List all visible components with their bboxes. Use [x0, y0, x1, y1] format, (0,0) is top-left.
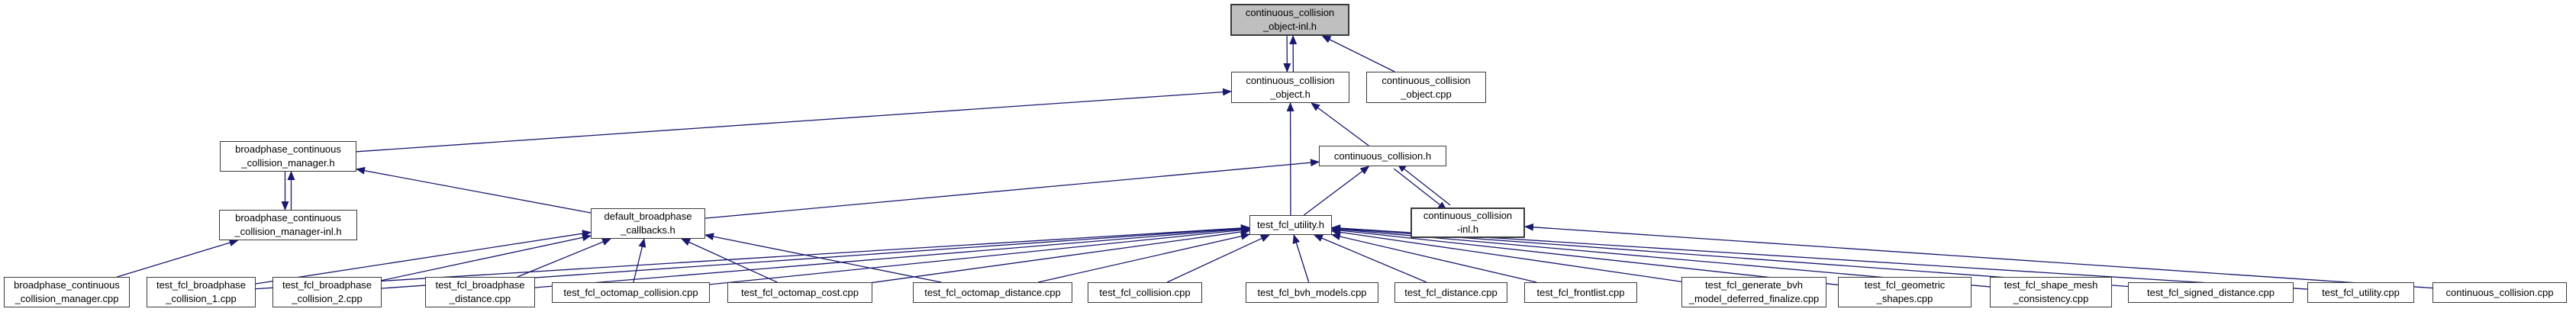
include-edge: [872, 227, 1250, 284]
node-test-fcl-broadphase-distance-cpp[interactable]: test_fcl_broadphase _distance.cpp: [425, 277, 535, 307]
node-continuous-collision-object-inl-h[interactable]: continuous_collision _object-inl.h: [1230, 4, 1349, 36]
include-edge: [1321, 35, 1395, 72]
node-test-fcl-shape-mesh-consistency-cpp[interactable]: test_fcl_shape_mesh _consistency.cpp: [1990, 277, 2112, 307]
node-test-fcl-utility-cpp[interactable]: test_fcl_utility.cpp: [2307, 282, 2414, 303]
node-test-fcl-broadphase-collision-2-cpp[interactable]: test_fcl_broadphase _collision_2.cpp: [272, 277, 382, 307]
include-edge: [255, 224, 1250, 290]
include-edge: [1166, 234, 1270, 283]
include-edge: [381, 233, 592, 281]
node-broadphase-continuous-collision-manager-cpp[interactable]: broadphase_continuous _collision_manager…: [4, 277, 130, 307]
node-test-fcl-utility-h[interactable]: test_fcl_utility.h: [1249, 215, 1332, 235]
include-edge: [517, 238, 612, 278]
node-continuous-collision-inl-h[interactable]: continuous_collision -inl.h: [1411, 207, 1525, 238]
include-edge: [1331, 228, 1682, 282]
include-edge: [704, 159, 1320, 219]
node-test-fcl-octomap-cost-cpp[interactable]: test_fcl_octomap_cost.cpp: [727, 282, 872, 303]
node-test-fcl-octomap-collision-cpp[interactable]: test_fcl_octomap_collision.cpp: [552, 282, 710, 303]
include-edge: [534, 225, 1250, 288]
include-edge: [1313, 234, 1427, 283]
node-test-fcl-broadphase-collision-1-cpp[interactable]: test_fcl_broadphase _collision_1.cpp: [147, 277, 256, 307]
node-test-fcl-distance-cpp[interactable]: test_fcl_distance.cpp: [1394, 282, 1507, 303]
node-continuous-collision-object-cpp[interactable]: continuous_collision _object.cpp: [1366, 72, 1486, 103]
include-edge: [709, 226, 1250, 285]
include-edge: [704, 233, 942, 283]
include-edge: [356, 166, 592, 214]
include-edge: [1331, 227, 1839, 286]
include-edge: [1524, 223, 2433, 289]
node-continuous-collision-h[interactable]: continuous_collision.h: [1319, 146, 1446, 166]
node-test-fcl-geometric-shapes-cpp[interactable]: test_fcl_geometric _shapes.cpp: [1838, 277, 1971, 307]
node-test-fcl-generate-bvh-model-deferred-finalize-cpp[interactable]: test_fcl_generate_bvh _model_deferred_fi…: [1681, 277, 1826, 307]
include-edge: [1303, 166, 1370, 216]
node-test-fcl-bvh-models-cpp[interactable]: test_fcl_bvh_models.cpp: [1246, 282, 1378, 303]
include-edge: [255, 230, 592, 285]
node-test-fcl-frontlist-cpp[interactable]: test_fcl_frontlist.cpp: [1524, 282, 1637, 303]
node-default-broadphase-callbacks-h[interactable]: default_broadphase _callbacks.h: [591, 208, 705, 239]
include-edge: [1037, 232, 1250, 283]
include-edge: [633, 238, 646, 283]
include-edge: [1393, 168, 1447, 211]
include-edge: [1311, 102, 1369, 146]
include-edge: [1397, 163, 1451, 206]
include-edge: [1331, 233, 1537, 283]
include-edge: [1292, 234, 1310, 283]
node-test-fcl-octomap-distance-cpp[interactable]: test_fcl_octomap_distance.cpp: [913, 282, 1072, 303]
node-continuous-collision-object-h[interactable]: continuous_collision _object.h: [1231, 72, 1349, 103]
include-edge: [117, 239, 239, 278]
node-test-fcl-collision-cpp[interactable]: test_fcl_collision.cpp: [1088, 282, 1202, 303]
include-edge: [356, 88, 1232, 153]
node-continuous-collision-cpp[interactable]: continuous_collision.cpp: [2433, 282, 2567, 303]
node-test-fcl-signed-distance-cpp[interactable]: test_fcl_signed_distance.cpp: [2128, 282, 2294, 303]
node-broadphase-continuous-collision-manager-h[interactable]: broadphase_continuous _collision_manager…: [220, 141, 356, 172]
node-broadphase-continuous-collision-manager-inl-h[interactable]: broadphase_continuous _collision_manager…: [219, 210, 357, 240]
include-edge: [681, 238, 778, 283]
